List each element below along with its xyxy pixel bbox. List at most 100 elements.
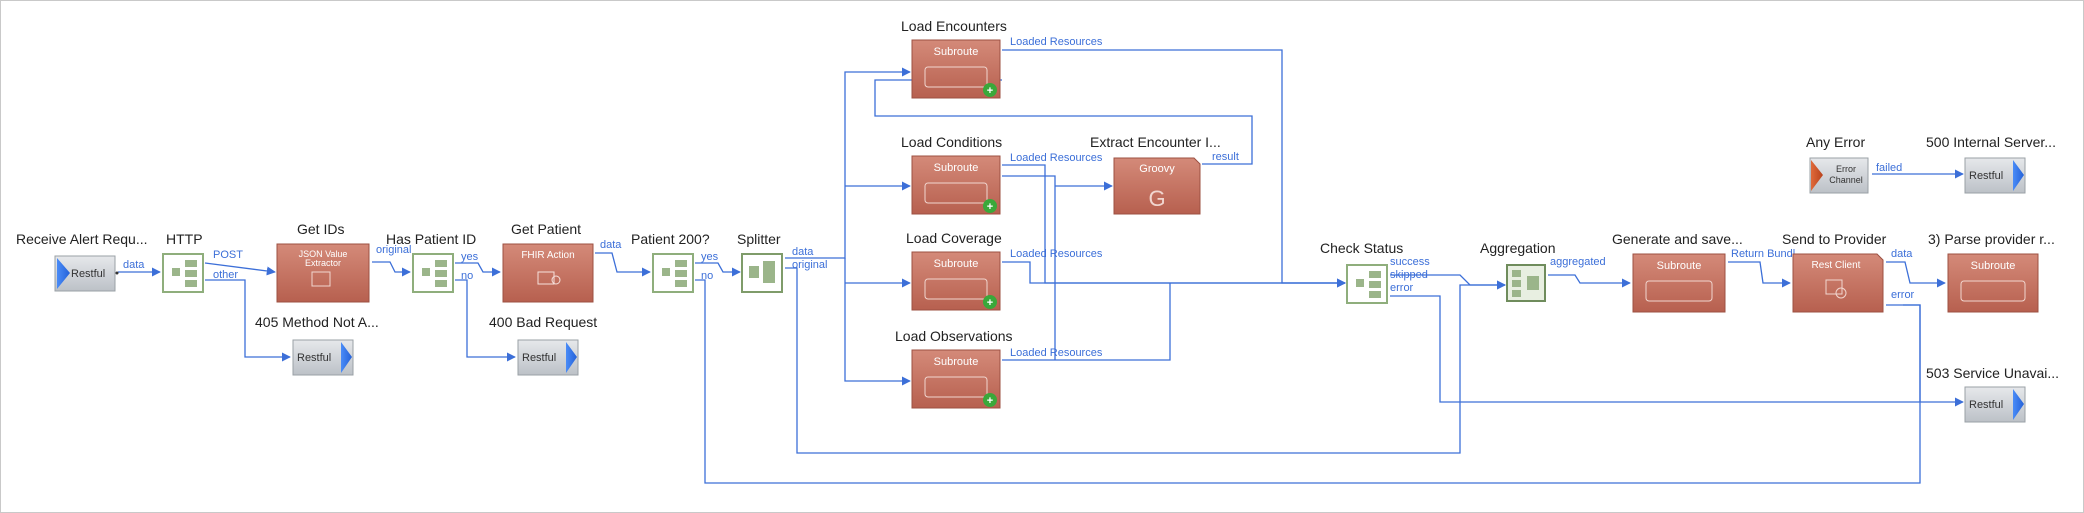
link-label: original (792, 259, 827, 271)
node-splitter[interactable] (741, 253, 783, 293)
fhir-gear-icon (537, 271, 561, 285)
link-p200-splitter (695, 262, 741, 277)
node-get-ids[interactable]: JSON Value Extractor (276, 243, 370, 303)
node-title: 400 Bad Request (489, 314, 597, 330)
link-label: POST (213, 249, 243, 261)
link-label: error (1891, 289, 1915, 301)
link-observations-check (1002, 283, 1171, 361)
node-extract-encounter[interactable]: Groovy G (1113, 157, 1201, 215)
node-title: 503 Service Unavai... (1926, 365, 2059, 381)
node-http[interactable] (162, 253, 204, 293)
link-splitter-aggregation (785, 267, 1506, 454)
node-inner-label: Channel (1829, 175, 1863, 185)
link-label: Loaded Resources (1010, 347, 1103, 359)
node-load-conditions[interactable]: Subroute + (911, 155, 1001, 215)
node-service-unavailable[interactable]: Restful (1964, 386, 2026, 423)
link-label: skipped (1390, 269, 1428, 281)
node-inner-label: Subroute (934, 46, 979, 58)
aggregator-icon (1512, 270, 1539, 297)
node-parse-provider[interactable]: Subroute (1947, 253, 2039, 313)
link-label: yes (461, 251, 479, 263)
output-arrow-icon (566, 342, 577, 373)
link-generate-send (1728, 261, 1791, 288)
node-aggregation[interactable] (1506, 264, 1546, 302)
node-title: Extract Encounter I... (1090, 134, 1221, 150)
link-label: data (1891, 248, 1913, 260)
node-inner-label: Subroute (934, 258, 979, 270)
node-inner-label: Restful (297, 352, 331, 364)
node-title: Check Status (1320, 240, 1403, 256)
node-inner-label: Subroute (934, 356, 979, 368)
node-title: HTTP (166, 231, 203, 247)
subroute-icon (924, 66, 988, 88)
link-label: data (792, 246, 814, 258)
add-icon (983, 199, 997, 213)
node-title: Splitter (737, 231, 781, 247)
link-label: error (1390, 282, 1414, 294)
link-label: Loaded Resources (1010, 248, 1103, 260)
node-any-error[interactable]: Error Channel (1809, 157, 1869, 194)
input-arrow-icon (57, 258, 70, 289)
node-inner-label: Restful (1969, 170, 2003, 182)
node-title: Receive Alert Requ... (16, 231, 148, 247)
link-send-503 (1886, 304, 1921, 402)
node-title: 500 Internal Server... (1926, 134, 2056, 150)
node-load-coverage[interactable]: Subroute + (911, 251, 1001, 311)
node-title: Any Error (1806, 134, 1865, 150)
node-inner-label: Subroute (1971, 260, 2016, 272)
link-haspatient-400 (455, 279, 516, 362)
connectors (118, 49, 1964, 484)
link-label: Loaded Resources (1010, 152, 1103, 164)
link-label: data (600, 239, 622, 251)
link-label: Return Bundl... (1731, 248, 1804, 260)
svg-text:+: + (987, 201, 993, 213)
link-label: Loaded Resources (1010, 36, 1103, 48)
node-title: Patient 200? (631, 231, 710, 247)
node-title: Load Encounters (901, 18, 1007, 34)
node-send-provider[interactable]: Rest Client (1792, 253, 1884, 313)
groovy-g-icon: G (1148, 186, 1165, 211)
link-haspatient-getpatient (455, 262, 501, 277)
link-label: no (461, 270, 473, 282)
subroute-icon (1960, 280, 2026, 302)
link-http-405 (205, 279, 291, 362)
node-inner-label: Restful (522, 352, 556, 364)
link-label: success (1390, 256, 1430, 268)
link-encounters-extract (874, 79, 1253, 165)
node-method-not-allowed[interactable]: Restful (292, 339, 354, 376)
decision-icon (422, 260, 447, 287)
link-conditions-extract (1002, 175, 1056, 186)
extractor-icon (311, 271, 331, 287)
subroute-icon (924, 278, 988, 300)
node-internal-server[interactable]: Restful (1964, 157, 2026, 194)
node-title: Send to Provider (1782, 231, 1887, 247)
node-title: Load Conditions (901, 134, 1002, 150)
node-get-patient[interactable]: FHIR Action (502, 243, 594, 303)
link-splitter-observations (844, 258, 911, 386)
link-label: no (701, 270, 713, 282)
subroute-icon (924, 182, 988, 204)
splitter-icon (749, 261, 775, 283)
node-load-encounters[interactable]: Subroute + (911, 39, 1001, 99)
node-patient-200[interactable] (652, 253, 694, 293)
node-title: Has Patient ID (386, 231, 476, 247)
node-generate-save[interactable]: Subroute (1632, 253, 1726, 313)
decision-icon (662, 260, 687, 287)
node-title: Load Coverage (906, 230, 1002, 246)
node-has-patient-id[interactable] (412, 253, 454, 293)
link-check-503 (1390, 295, 1964, 407)
link-label: aggregated (1550, 256, 1606, 268)
decision-icon (1356, 271, 1381, 298)
subroute-icon (1645, 280, 1713, 302)
link-label: data (123, 259, 145, 271)
link-agg-generate (1548, 274, 1631, 288)
node-bad-request[interactable]: Restful (517, 339, 579, 376)
node-check-status[interactable] (1346, 264, 1388, 304)
node-receive-alert[interactable]: Restful (54, 255, 119, 292)
node-inner-label: Groovy (1139, 163, 1175, 175)
output-arrow-icon (2013, 160, 2024, 191)
link-http-getids (204, 262, 276, 276)
node-load-observations[interactable]: Subroute + (911, 349, 1001, 409)
link-getids-haspatient (372, 261, 411, 277)
